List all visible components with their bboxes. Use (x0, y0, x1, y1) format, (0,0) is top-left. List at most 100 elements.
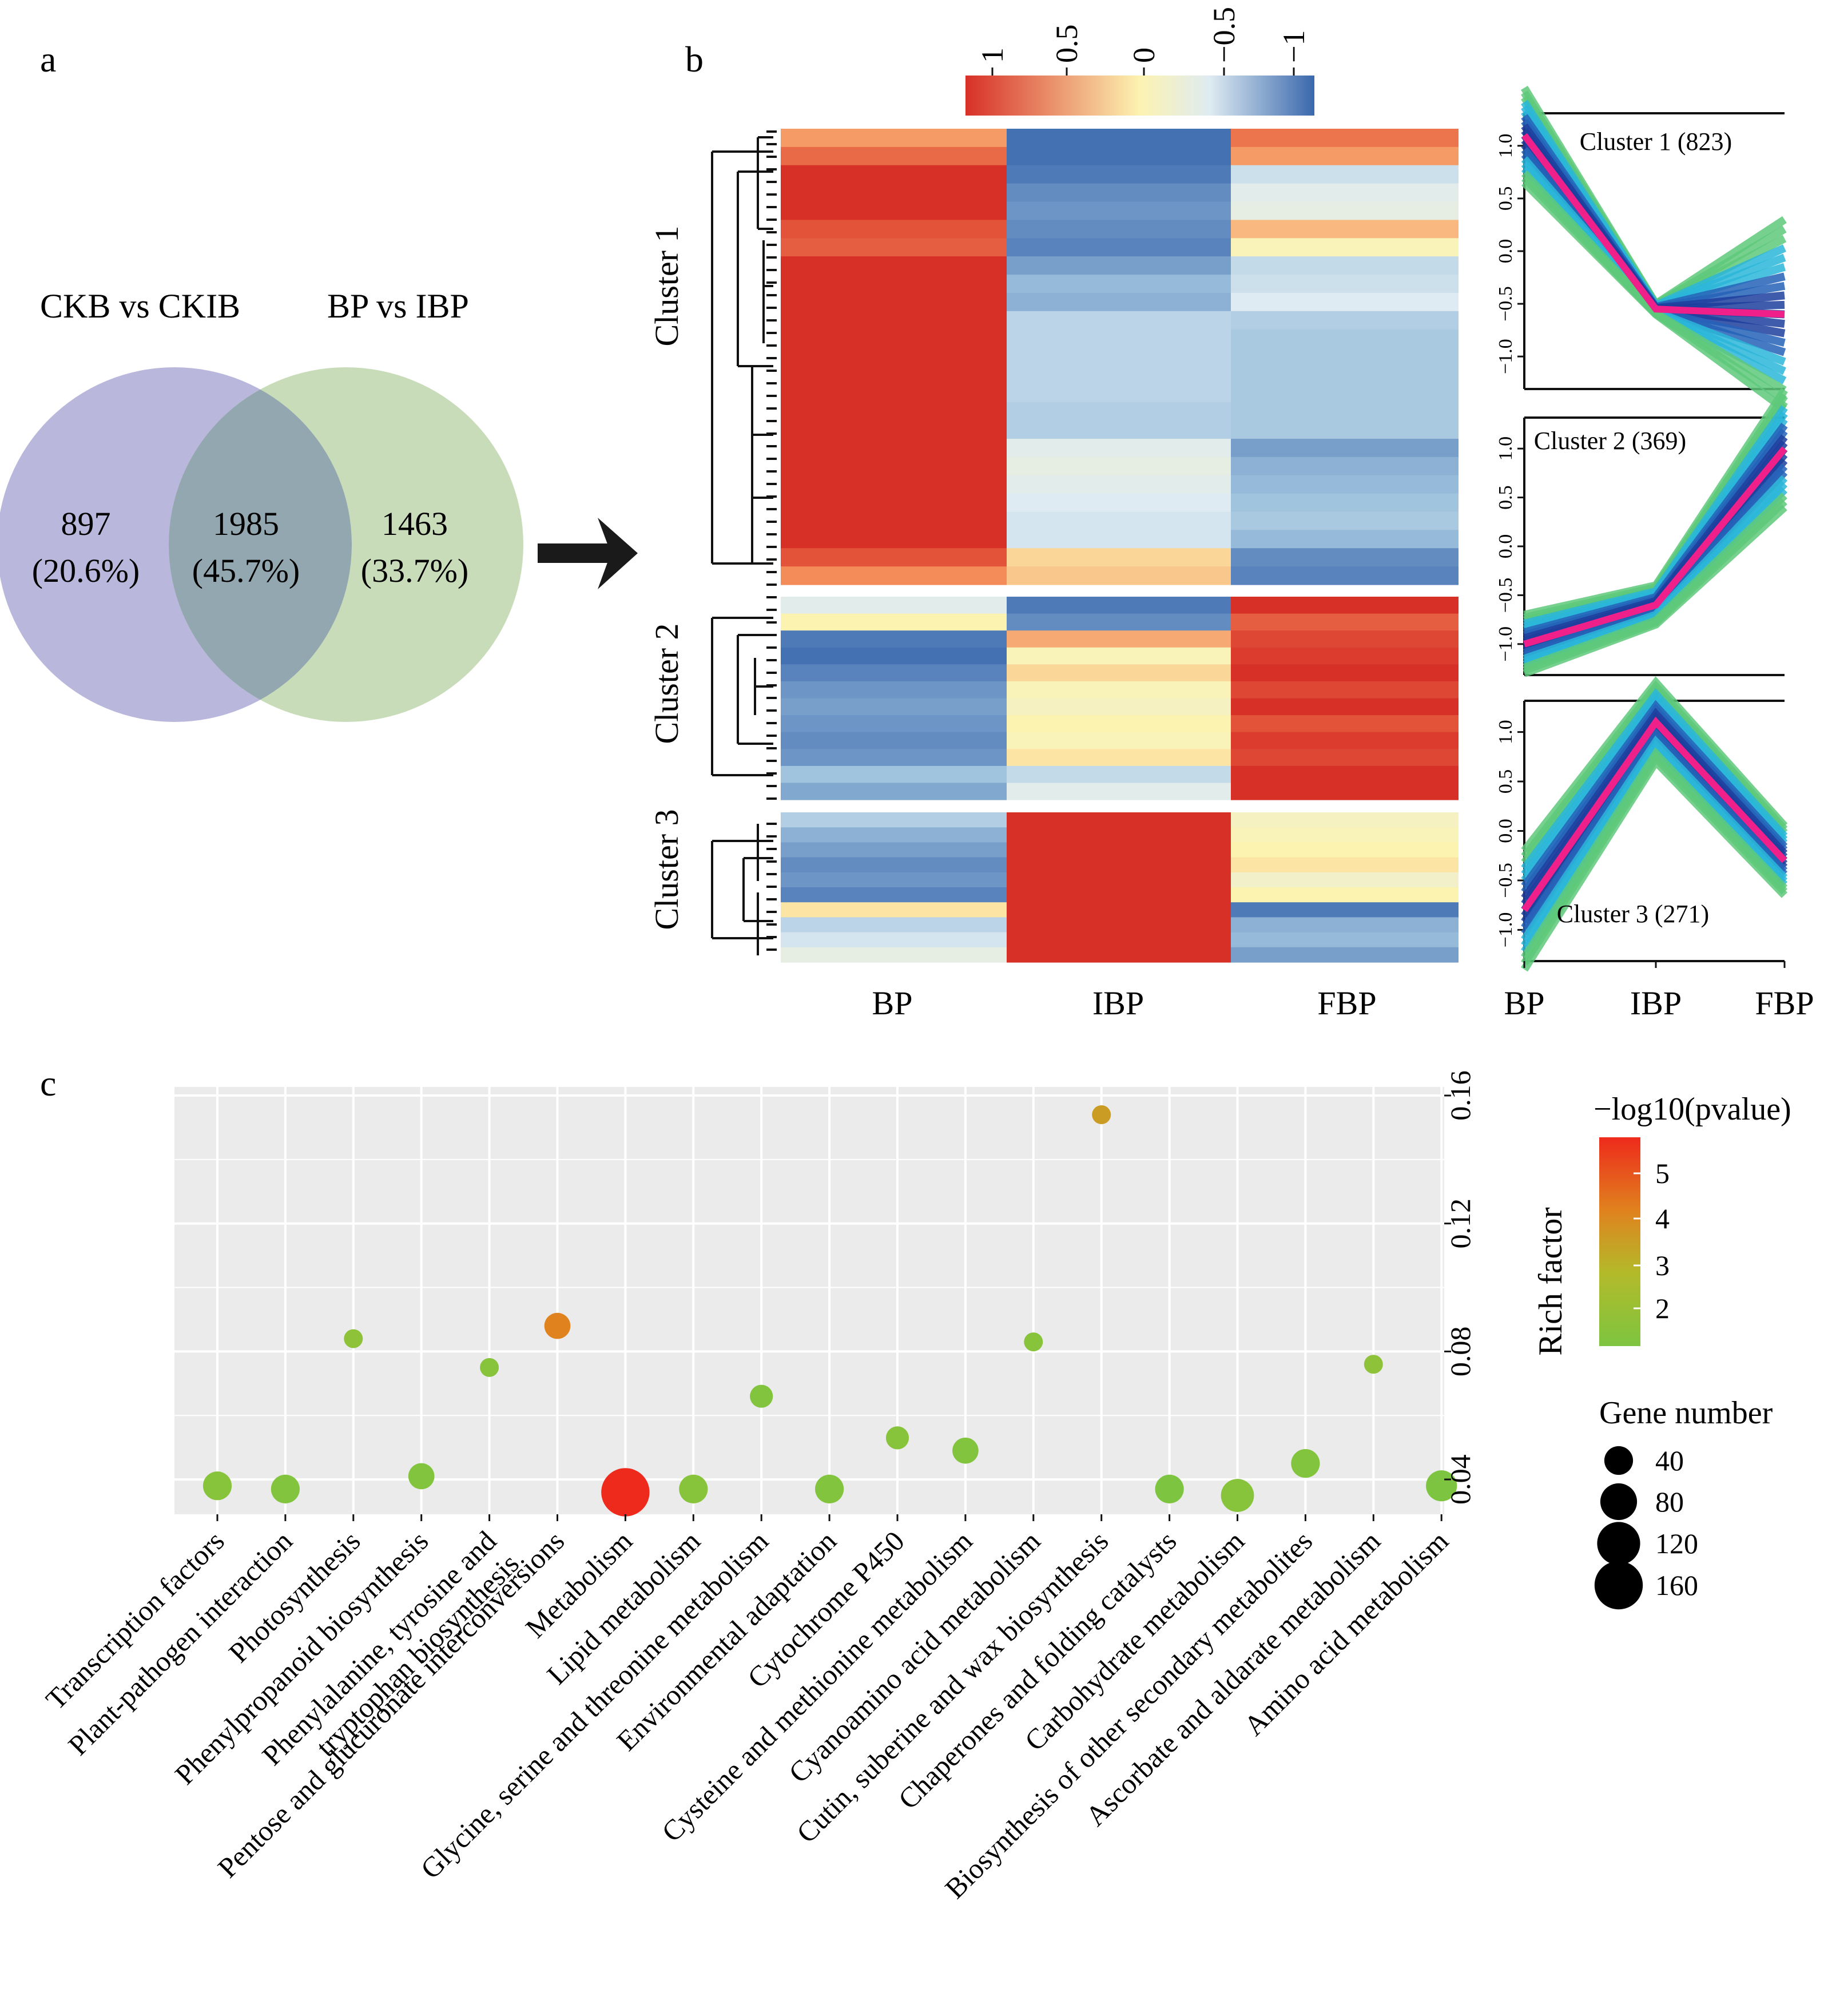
heatmap-cell (1007, 201, 1231, 220)
heatmap-cell (781, 715, 1007, 733)
heatmap-cell (1007, 827, 1231, 843)
dotplot-ytick-label: 0.08 (1444, 1327, 1476, 1377)
heatmap-cell (781, 548, 1007, 567)
heatmap-cell (781, 732, 1007, 749)
heatmap-cell (781, 256, 1007, 275)
colorbar-tick-label: −0.5 (1207, 7, 1241, 63)
dotplot-point (480, 1358, 499, 1377)
heatmap-cells (781, 129, 1459, 963)
heatmap-cell (1007, 887, 1231, 903)
line-panel-ytick-label: 1.0 (1495, 436, 1516, 461)
heatmap-cell (1007, 129, 1231, 148)
heatmap-cell (1231, 420, 1459, 439)
heatmap-cell (1007, 438, 1231, 458)
heatmap-cell (781, 902, 1007, 918)
heatmap-cell (781, 329, 1007, 348)
heatmap-cell (1007, 947, 1231, 963)
dotplot-point (815, 1474, 844, 1503)
heatmap-cell (781, 220, 1007, 239)
heatmap-cell (781, 457, 1007, 476)
heatmap-cell (781, 201, 1007, 220)
heatmap-cell (1231, 566, 1459, 585)
heatmap-cell (1231, 698, 1459, 716)
heatmap-cell (781, 347, 1007, 367)
heatmap-col-label: FBP (1317, 985, 1376, 1022)
heatmap-cell (1007, 872, 1231, 888)
heatmap-cell (781, 698, 1007, 716)
heatmap-cell (1007, 749, 1231, 767)
heatmap-cell (781, 530, 1007, 549)
heatmap-cell (781, 947, 1007, 963)
heatmap-cell (1007, 220, 1231, 239)
venn-overlap-pct: (45.7%) (192, 552, 300, 589)
heatmap-cell (1231, 183, 1459, 203)
pvalue-legend-title: −log10(pvalue) (1593, 1092, 1791, 1127)
heatmap-cell (1231, 857, 1459, 873)
venn-diagram (0, 367, 523, 722)
heatmap-cell (1007, 698, 1231, 716)
heatmap-cell (1231, 902, 1459, 918)
heatmap-cell (1231, 457, 1459, 476)
pvalue-legend-tick-label: 5 (1655, 1157, 1670, 1189)
dotplot-point (1155, 1474, 1184, 1503)
heatmap-cell (1007, 932, 1231, 948)
line-panel-ytick-label: 0.0 (1495, 534, 1516, 559)
heatmap-cell (1231, 630, 1459, 648)
heatmap-cell (1007, 548, 1231, 567)
heatmap-cell (1007, 857, 1231, 873)
colorbar-tick-label: 0.5 (1050, 25, 1084, 64)
heatmap-cell (781, 932, 1007, 948)
heatmap-cell (1231, 366, 1459, 384)
cluster-line (1521, 180, 1787, 412)
dotplot-ytick-label: 0.04 (1444, 1454, 1476, 1505)
dendrogram-branch (757, 136, 773, 230)
heatmap-cell (1231, 732, 1459, 749)
heatmap-cell (781, 827, 1007, 843)
dotplot-point (1364, 1355, 1383, 1374)
heatmap-cluster-label: Cluster 1 (648, 225, 685, 346)
heatmap-cell (781, 765, 1007, 784)
venn-overlap-count: 1985 (213, 505, 279, 542)
heatmap-cell (1007, 630, 1231, 648)
heatmap-cell (781, 630, 1007, 648)
heatmap-cell (781, 613, 1007, 631)
heatmap-cell (1007, 402, 1231, 421)
cluster-line (1521, 755, 1788, 972)
heatmap-cell (1007, 902, 1231, 918)
heatmap-cell (1007, 493, 1231, 513)
heatmap-cell (781, 292, 1007, 312)
heatmap-cell (781, 872, 1007, 888)
heatmap-cell (1007, 475, 1231, 494)
heatmap-cell (781, 749, 1007, 767)
heatmap-cell (1231, 664, 1459, 682)
heatmap-cell (1231, 238, 1459, 257)
heatmap-cell (1231, 220, 1459, 239)
size-legend-tick-label: 120 (1655, 1527, 1698, 1559)
size-legend-tick-label: 160 (1655, 1569, 1698, 1601)
heatmap-cell (1007, 183, 1231, 203)
line-panel-ytick-label: −1.0 (1495, 339, 1516, 374)
dotplot-point (1426, 1470, 1457, 1502)
heatmap-cell (1007, 530, 1231, 549)
dotplot-point (1221, 1479, 1254, 1512)
heatmap-cell (1231, 329, 1459, 348)
size-legend-circle (1600, 1483, 1638, 1521)
heatmap-cell (1231, 872, 1459, 888)
heatmap-cell (1007, 420, 1231, 439)
heatmap-cell (1231, 548, 1459, 567)
cluster-mean-line (1521, 133, 1785, 318)
dotplot-ytick-label: 0.12 (1444, 1199, 1476, 1249)
heatmap-col-label: BP (872, 985, 913, 1022)
size-legend-circle (1604, 1446, 1634, 1475)
pvalue-legend-tick-label: 4 (1655, 1203, 1670, 1235)
heatmap-cell (1007, 329, 1231, 348)
heatmap-cell (1231, 493, 1459, 513)
venn-set-right-label: BP vs IBP (327, 287, 469, 325)
heatmap-cell (781, 664, 1007, 682)
